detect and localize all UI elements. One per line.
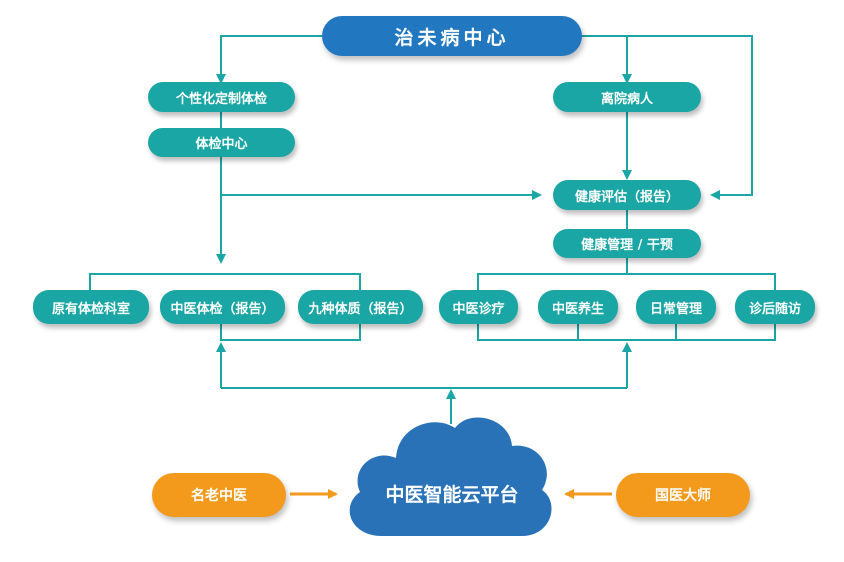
node-nine-constitutions: 九种体质（报告） bbox=[298, 290, 423, 324]
node-health-management: 健康管理 / 干预 bbox=[553, 229, 701, 258]
node-national-masters: 国医大师 bbox=[616, 473, 750, 517]
node-tcm-wellness: 中医养生 bbox=[538, 290, 618, 324]
connector-top-to-personalized bbox=[216, 35, 322, 84]
node-daily-management: 日常管理 bbox=[636, 290, 716, 324]
node-top-center: 治未病中心 bbox=[322, 16, 582, 56]
node-exam-center: 体检中心 bbox=[148, 128, 295, 157]
node-followup: 诊后随访 bbox=[735, 290, 815, 324]
left-group-bracket-top bbox=[89, 273, 361, 290]
right-group-bracket-top bbox=[477, 273, 776, 290]
node-discharged-patient: 离院病人 bbox=[553, 82, 701, 112]
node-cloud-platform: 中医智能云平台 bbox=[385, 483, 519, 506]
right-group-bracket-bottom bbox=[477, 324, 776, 341]
node-original-dept: 原有体检科室 bbox=[33, 290, 149, 324]
node-tcm-exam: 中医体检（报告） bbox=[160, 290, 285, 324]
node-tcm-treatment: 中医诊疗 bbox=[439, 290, 518, 324]
left-group-bracket-bottom bbox=[220, 324, 361, 341]
node-personalized-exam: 个性化定制体检 bbox=[148, 82, 295, 112]
connector-top-to-discharged bbox=[582, 35, 632, 84]
connector-top-to-assessment bbox=[582, 35, 753, 200]
node-health-assessment: 健康评估（报告） bbox=[553, 180, 701, 210]
node-famous-doctors: 名老中医 bbox=[152, 473, 286, 517]
connector-lines bbox=[89, 35, 776, 424]
cloud-shape bbox=[349, 417, 552, 536]
